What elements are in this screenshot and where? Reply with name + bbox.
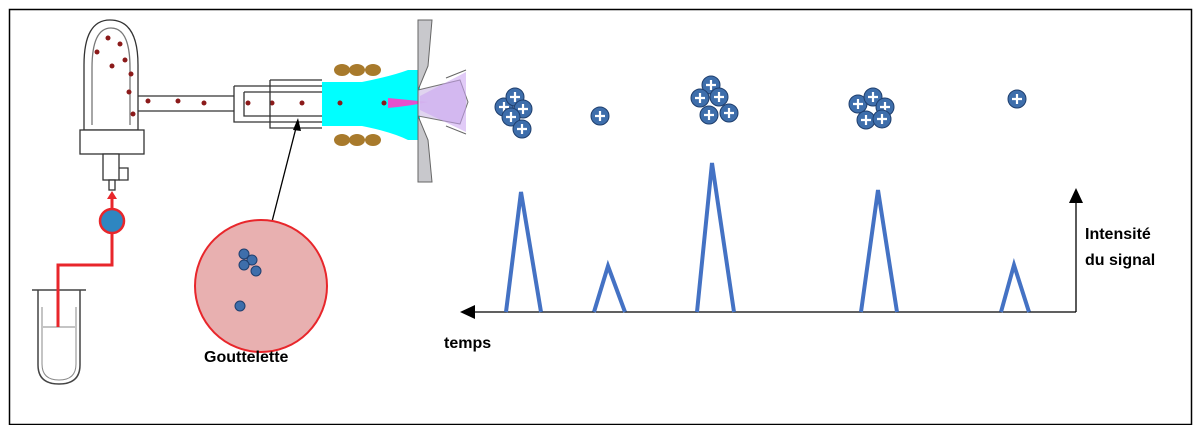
plasma-core: [388, 98, 428, 108]
ion-cluster-5: [1007, 89, 1027, 109]
droplet-particles: [234, 248, 262, 312]
spray-chamber: [79, 19, 145, 191]
intensity-axis-label-line1: Intensité: [1085, 226, 1151, 243]
sample-tube: [32, 289, 86, 385]
plasma-particle: [337, 100, 343, 106]
positive-ion-icon: [719, 103, 739, 123]
ion-groups: [494, 75, 1027, 139]
peak-3: [695, 162, 736, 313]
plasma: [322, 70, 420, 140]
signal-axes: [474, 200, 1077, 313]
peak-2: [592, 259, 627, 313]
positive-ion-icon: [1007, 89, 1027, 109]
positive-ion-icon: [856, 110, 876, 130]
signal-peaks: [504, 162, 1031, 313]
plasma-torch: [233, 79, 322, 129]
flow-arrow-icon: [107, 191, 117, 199]
plasma-particle-2: [381, 100, 387, 106]
positive-ion-icon: [699, 105, 719, 125]
positive-ion-icon: [709, 87, 729, 107]
ion-cluster-4: [848, 87, 895, 130]
droplet-zoom: [194, 219, 328, 353]
positive-ion-icon: [501, 107, 521, 127]
peak-5: [999, 257, 1031, 313]
positive-ion-icon: [872, 109, 892, 129]
callout-arrowhead-icon: [293, 118, 301, 131]
peristaltic-pump-icon: [98, 207, 126, 235]
figure-frame: [8, 8, 1193, 425]
positive-ion-icon: [690, 88, 710, 108]
sample-tubing: [56, 232, 114, 327]
ion-cluster-1: [494, 87, 533, 139]
time-arrow-icon: [460, 305, 475, 319]
ion-cluster-3: [690, 75, 739, 125]
time-axis-label: temps: [444, 335, 492, 352]
positive-ion-icon: [590, 106, 610, 126]
intensity-axis-label-line2: du signal: [1085, 252, 1156, 269]
peak-4: [859, 189, 899, 313]
intensity-arrow-icon: [1069, 188, 1083, 203]
ion-cluster-2: [590, 106, 610, 126]
peak-1: [504, 191, 543, 313]
rf-coil: [334, 64, 381, 146]
transfer-tube: [138, 95, 234, 112]
sampler-cone: [417, 19, 469, 183]
droplet-label: Gouttelette: [204, 349, 289, 366]
positive-ion-icon: [512, 119, 532, 139]
